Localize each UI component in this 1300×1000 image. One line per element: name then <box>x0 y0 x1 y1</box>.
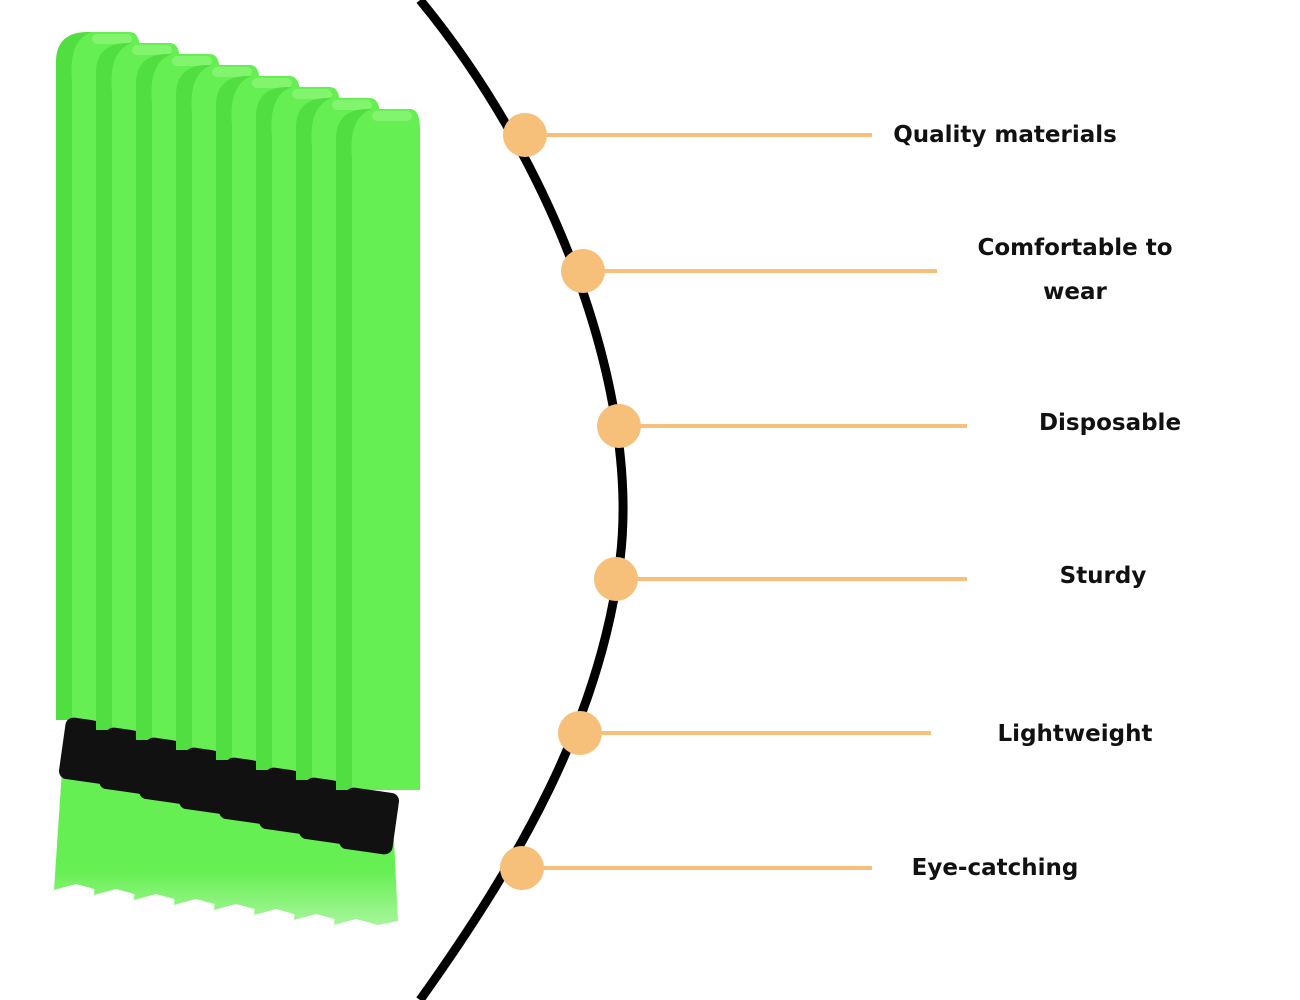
connector-4 <box>594 557 967 601</box>
wristband-highlight <box>172 56 212 66</box>
wristband-fold-shadow <box>256 87 292 770</box>
feature-label-lightweight: Lightweight <box>997 721 1153 747</box>
connector-group <box>500 113 967 890</box>
wristband-fold-shadow <box>336 109 372 790</box>
wristband-highlight <box>132 45 172 55</box>
wristband-group <box>54 32 420 925</box>
connector-6 <box>500 846 872 890</box>
wristband-fold-shadow <box>56 32 92 720</box>
connector-3 <box>597 404 967 448</box>
connector-dot <box>500 846 544 890</box>
wristband-highlight <box>372 111 412 121</box>
wristband-fold-shadow <box>136 54 172 740</box>
wristband-highlight <box>212 67 252 77</box>
feature-label-comfortable-to-wear: Comfortable to wear <box>977 235 1173 305</box>
connector-dot <box>597 404 641 448</box>
feature-label-quality-materials: Quality materials <box>893 122 1117 148</box>
connector-1 <box>503 113 872 157</box>
connector-dot <box>594 557 638 601</box>
feature-label-sturdy: Sturdy <box>1059 563 1147 589</box>
wristband-fold-shadow <box>96 43 132 730</box>
wristband-highlight <box>332 100 372 110</box>
wristband-highlight <box>292 89 332 99</box>
wristband-highlight <box>92 34 132 44</box>
connector-dot <box>558 711 602 755</box>
connector-dot <box>503 113 547 157</box>
wristband-fold-shadow <box>216 76 252 760</box>
feature-label-disposable: Disposable <box>1038 410 1182 436</box>
reflection-fade <box>30 870 450 1000</box>
wristband-clip <box>338 787 400 855</box>
wristband-fold-shadow <box>176 65 212 750</box>
wristband-strap <box>336 109 420 790</box>
connector-2 <box>561 249 937 293</box>
wristband-fold-shadow <box>296 98 332 780</box>
wristband-highlight <box>252 78 292 88</box>
connector-dot <box>561 249 605 293</box>
feature-label-eye-catching: Eye-catching <box>911 855 1079 881</box>
wristband-8 <box>334 109 420 925</box>
connector-5 <box>558 711 931 755</box>
